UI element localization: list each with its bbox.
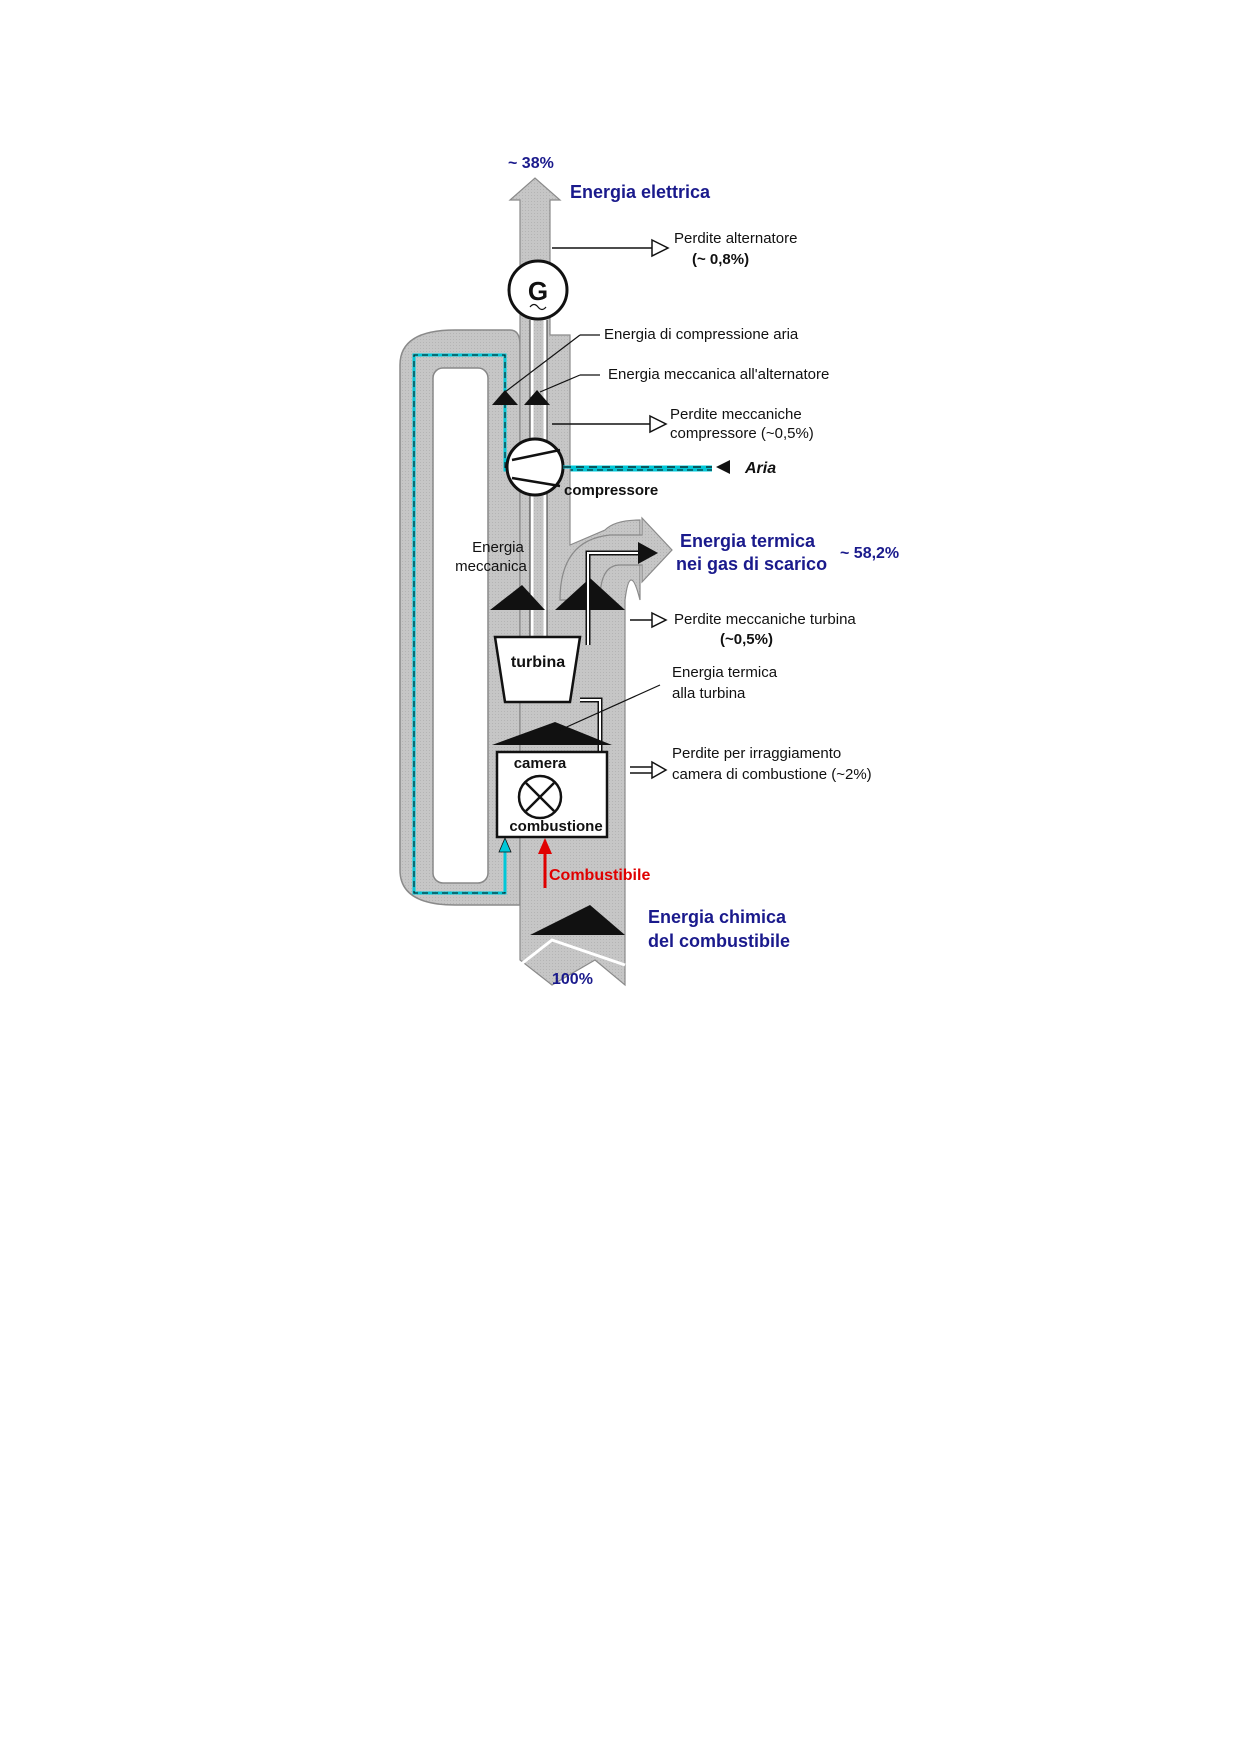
compression-energy-label: Energia di compressione aria bbox=[604, 326, 799, 343]
mech-alternator-triangle bbox=[524, 390, 550, 405]
combustion-cross-2 bbox=[525, 782, 555, 812]
compression-leader bbox=[504, 334, 581, 393]
mech-alternator-label: Energia meccanica all'alternatore bbox=[608, 366, 829, 383]
compressor-vane-1 bbox=[511, 448, 561, 462]
thermal-turbine-label-1: Energia termica bbox=[672, 664, 778, 681]
alt-loss-label-1: Perdite alternatore bbox=[674, 230, 797, 247]
generator-tilde bbox=[529, 303, 547, 311]
turb-loss-arrow-head bbox=[651, 611, 668, 629]
thermal-turbine-triangle bbox=[492, 722, 612, 745]
generator-label: G bbox=[528, 276, 548, 306]
compressor-vane-2 bbox=[511, 476, 561, 488]
chemical-label-2: del combustibile bbox=[648, 931, 790, 951]
rad-loss-label-2: camera di combustione (~2%) bbox=[672, 766, 872, 783]
input-band-chevron bbox=[519, 938, 626, 967]
exhaust-arrow-head bbox=[638, 542, 658, 564]
fuel-label: Combustibile bbox=[549, 867, 650, 884]
compressor-label: compressore bbox=[564, 482, 658, 499]
comp-loss-label-2: compressore (~0,5%) bbox=[670, 425, 814, 442]
air-label: Aria bbox=[744, 460, 776, 477]
turbine-symbol bbox=[493, 635, 582, 704]
mech-energy-triangle bbox=[490, 585, 545, 610]
electric-label: Energia elettrica bbox=[570, 182, 711, 202]
exhaust-pct: ~ 58,2% bbox=[840, 545, 899, 562]
turbine-feed-line-inner bbox=[580, 699, 601, 755]
mech-alternator-leader bbox=[539, 374, 581, 393]
air-arrow-head bbox=[716, 460, 730, 474]
exhaust-line-inner bbox=[587, 552, 640, 645]
alt-loss-label-2: (~ 0,8%) bbox=[692, 251, 749, 268]
turb-loss-label-2: (~0,5%) bbox=[720, 631, 773, 648]
comp-loss-arrow-head bbox=[649, 414, 668, 434]
turbine-label: turbina bbox=[511, 654, 565, 671]
generator-symbol bbox=[507, 259, 569, 321]
compression-energy-triangle bbox=[492, 390, 518, 405]
air-loop-line-dash bbox=[413, 354, 712, 894]
compressor-symbol bbox=[505, 437, 565, 497]
chamber-label-2: combustione bbox=[509, 818, 602, 835]
alt-loss-arrow-head bbox=[651, 238, 670, 258]
turb-loss-label-1: Perdite meccaniche turbina bbox=[674, 611, 856, 628]
exhaust-label-2: nei gas di scarico bbox=[676, 554, 827, 574]
thermal-turbine-leader bbox=[559, 684, 661, 731]
mech-energy-label-1: Energia bbox=[472, 539, 524, 556]
mech-energy-label-2: meccanica bbox=[455, 558, 527, 575]
fuel-arrow-head bbox=[538, 838, 552, 854]
pct-100-label: 100% bbox=[552, 971, 593, 988]
chamber-label-1: camera bbox=[514, 755, 567, 772]
exhaust-label-1: Energia termica bbox=[680, 531, 816, 551]
rad-loss-arrow-head bbox=[651, 760, 668, 780]
air-loop-hole bbox=[432, 367, 489, 884]
electric-pct: ~ 38% bbox=[508, 155, 554, 172]
thermal-turbine-label-2: alla turbina bbox=[672, 685, 746, 702]
rad-loss-label-1: Perdite per irraggiamento bbox=[672, 745, 841, 762]
air-inlet-arrow-head bbox=[498, 836, 512, 853]
chemical-label-1: Energia chimica bbox=[648, 907, 787, 927]
chemical-energy-triangle bbox=[530, 905, 625, 935]
comp-loss-label-1: Perdite meccaniche bbox=[670, 406, 802, 423]
